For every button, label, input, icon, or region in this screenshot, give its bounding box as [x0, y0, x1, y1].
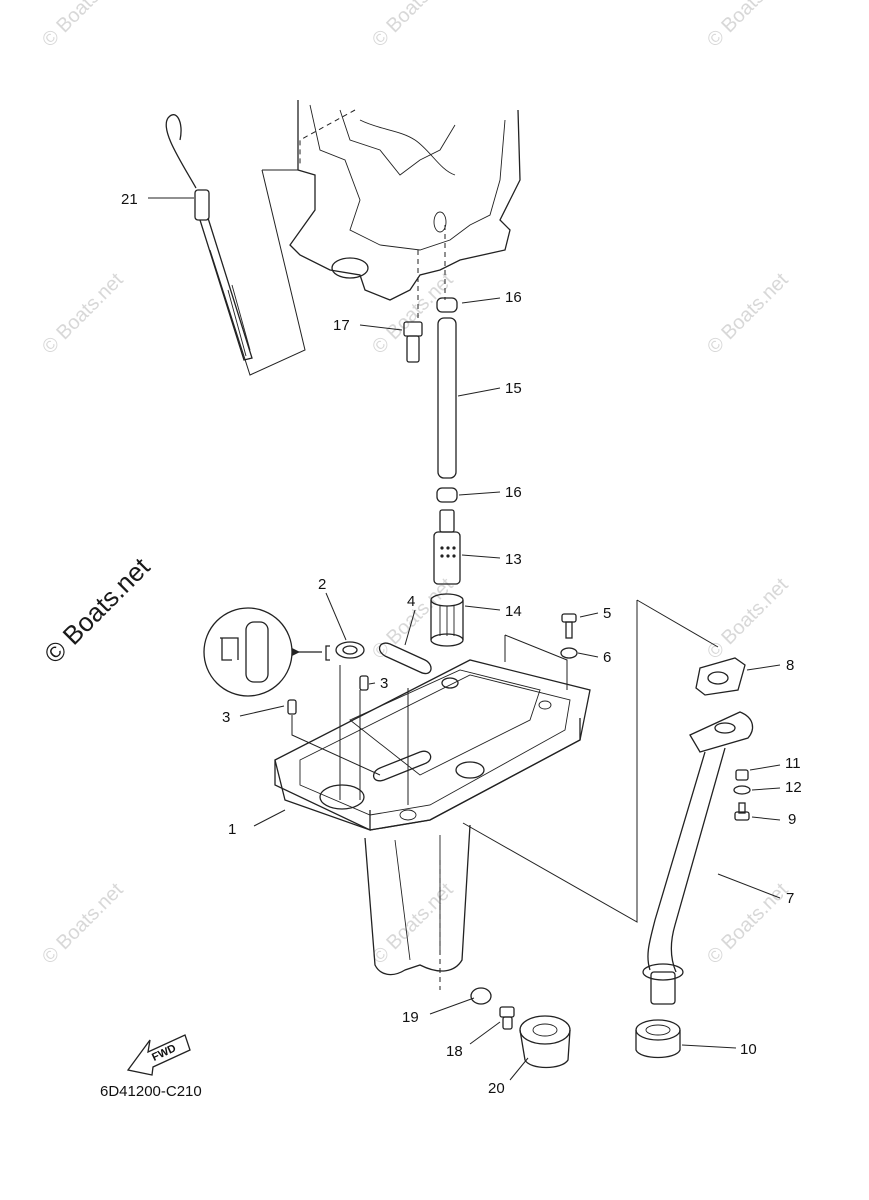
callout-11: 11 [785, 755, 801, 772]
callout-1: 1 [228, 821, 236, 838]
callout-labels: 21 17 16 15 16 13 14 2 4 5 6 8 3 3 1 11 … [121, 191, 802, 1097]
bolt-5-washer-6 [560, 613, 578, 659]
leader-lines [148, 197, 781, 1081]
watermark: © Boats.net [703, 879, 793, 969]
callout-12: 12 [785, 779, 802, 796]
pipe-assembly [436, 297, 458, 503]
callout-15: 15 [505, 380, 522, 397]
callout-16-bottom: 16 [505, 484, 522, 501]
gasket-4 [378, 642, 432, 675]
callout-21: 21 [121, 191, 138, 208]
watermark-large: © Boats.net [38, 551, 156, 669]
callout-9: 9 [788, 811, 796, 828]
watermark: © Boats.net [703, 0, 793, 52]
pipe-7 [642, 711, 754, 1005]
callout-13: 13 [505, 551, 522, 568]
callout-2: 2 [318, 576, 326, 593]
callout-3-upper: 3 [380, 675, 388, 692]
callout-8: 8 [786, 657, 794, 674]
callout-14: 14 [505, 603, 522, 620]
grommet-10 [635, 1019, 681, 1059]
watermark: © Boats.net [368, 879, 458, 969]
callout-7: 7 [786, 890, 794, 907]
watermark: © Boats.net [368, 269, 458, 359]
watermark: © Boats.net [703, 269, 793, 359]
watermark: © Boats.net [38, 269, 128, 359]
callout-19: 19 [402, 1009, 419, 1026]
watermark: © Boats.net [703, 574, 793, 664]
callout-10: 10 [740, 1041, 757, 1058]
callout-18: 18 [446, 1043, 463, 1060]
gasket-8 [695, 657, 746, 696]
callout-3-lower: 3 [222, 709, 230, 726]
watermark: © Boats.net [38, 0, 128, 52]
pins-3 [287, 675, 369, 715]
seal-2 [335, 641, 365, 659]
callout-6: 6 [603, 649, 611, 666]
oil-pan-1 [274, 659, 591, 976]
document-code: 6D41200-C210 [100, 1083, 202, 1100]
drain-parts [470, 987, 571, 1069]
strainer-13 [433, 509, 461, 585]
callout-5: 5 [603, 605, 611, 622]
watermark: © Boats.net [368, 0, 458, 52]
callout-20: 20 [488, 1080, 505, 1097]
dipstick [165, 114, 306, 376]
fwd-label: FWD [150, 1042, 178, 1063]
watermarks: © Boats.net © Boats.net © Boats.net © Bo… [38, 0, 793, 969]
screen-14 [430, 593, 464, 647]
inset-detail [203, 607, 330, 697]
hardware-11-12-9 [733, 769, 751, 821]
callout-17: 17 [333, 317, 350, 334]
fwd-arrow: FWD [126, 1034, 191, 1076]
callout-16-top: 16 [505, 289, 522, 306]
callout-4: 4 [407, 593, 415, 610]
watermark: © Boats.net [38, 879, 128, 969]
fitting-17 [403, 321, 423, 363]
engine-block [262, 100, 521, 320]
